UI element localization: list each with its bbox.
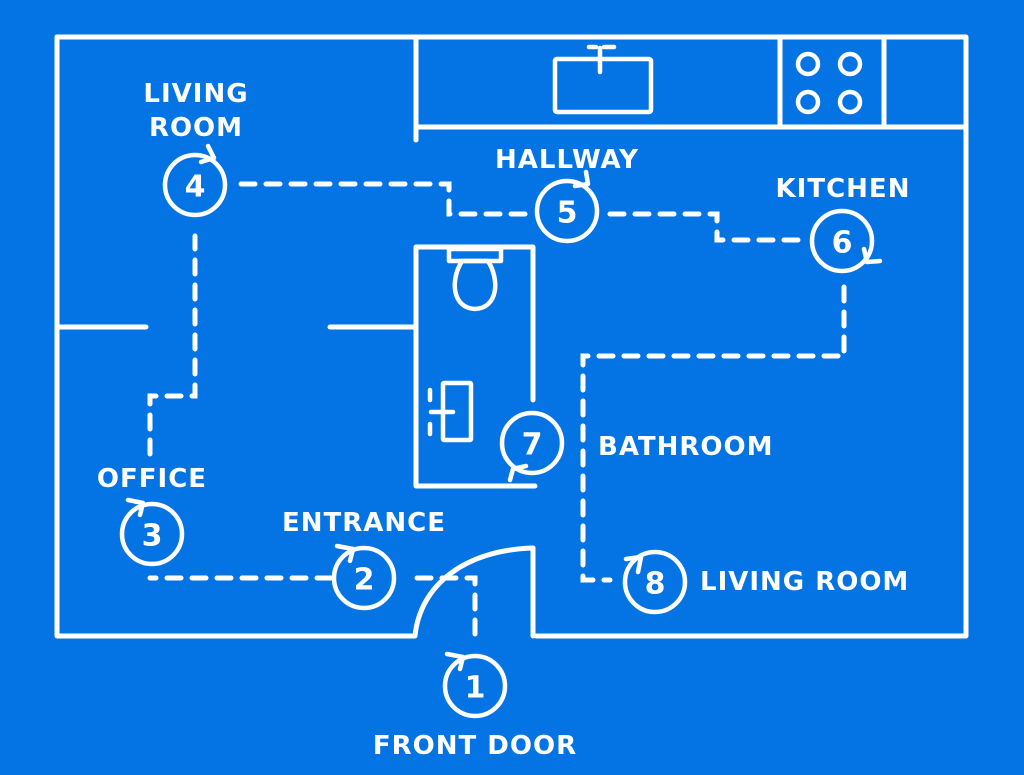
stop-2: 2 — [331, 543, 397, 611]
stop-5-ring — [534, 178, 600, 244]
toilet-icon — [446, 246, 504, 312]
stop-4-number: 4 — [185, 170, 206, 205]
label-living-room-line1: LIVING — [143, 79, 248, 109]
route-1-2 — [409, 575, 478, 637]
arrow-icon — [507, 463, 529, 483]
stop-1-number: 1 — [465, 671, 486, 706]
route-5-6 — [607, 211, 803, 243]
arrow-icon — [861, 246, 883, 265]
outer-wall-top-right — [54, 34, 969, 639]
route-6-8 — [580, 284, 847, 583]
stop-8-number: 8 — [645, 567, 666, 602]
label-front-door: FRONT DOOR — [373, 731, 577, 761]
stop-7-number: 7 — [522, 428, 543, 463]
stop-5-number: 5 — [557, 196, 578, 231]
stop-3-number: 3 — [142, 519, 163, 554]
route-4-5 — [238, 181, 531, 217]
label-kitchen: KITCHEN — [776, 174, 911, 204]
walls — [54, 34, 969, 639]
label-hallway: HALLWAY — [495, 145, 639, 175]
stop-8: 8 — [622, 549, 688, 615]
route-path — [147, 181, 847, 637]
label-living-room-line2: ROOM — [149, 113, 243, 143]
label-entrance: ENTRANCE — [282, 508, 446, 538]
stop-5: 5 — [534, 169, 600, 244]
arrow-icon — [334, 543, 356, 564]
arrow-icon — [444, 651, 466, 672]
stop-4-ring — [162, 152, 228, 218]
stop-1: 1 — [442, 651, 508, 719]
stop-6: 6 — [809, 208, 883, 274]
stop-7-ring — [499, 410, 565, 476]
arrow-icon — [623, 554, 644, 575]
stop-3: 3 — [119, 497, 185, 567]
bathroom-sink-icon — [427, 380, 474, 443]
stop-6-ring — [809, 208, 875, 274]
stop-1-ring — [442, 653, 508, 719]
stove-icon — [795, 51, 863, 115]
outer-wall-left-bottom — [54, 34, 417, 639]
stop-2-number: 2 — [354, 563, 375, 598]
kitchen-sink-icon — [552, 44, 654, 115]
stop-6-number: 6 — [832, 226, 853, 261]
label-office: OFFICE — [97, 464, 207, 494]
stop-7: 7 — [499, 410, 565, 483]
arrow-icon — [125, 497, 146, 518]
front-door-icon — [412, 545, 536, 639]
arrow-icon — [572, 169, 591, 189]
stop-3-ring — [119, 501, 185, 567]
stop-2-ring — [331, 545, 397, 611]
stop-8-ring — [622, 549, 688, 615]
label-living-room: LIVING ROOM — [700, 567, 909, 597]
label-bathroom: BATHROOM — [598, 432, 774, 462]
stop-4: 4 — [162, 143, 228, 218]
arrow-icon — [198, 143, 217, 165]
route-3-4 — [147, 233, 198, 457]
bathroom-walls — [413, 244, 538, 489]
